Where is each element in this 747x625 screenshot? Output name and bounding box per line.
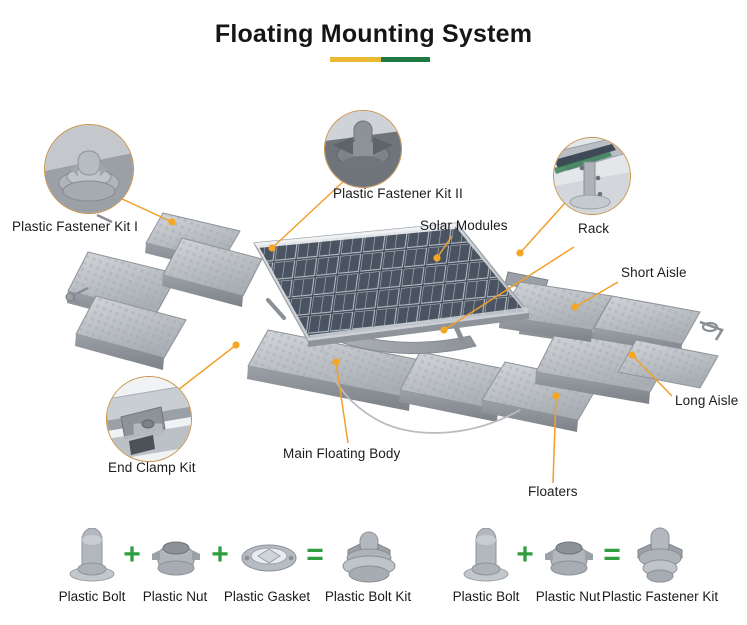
marker-end-clamp [232,341,240,349]
leader-long-aisle [631,354,673,397]
marker-solar-modules [433,254,441,262]
label-solar-modules: Solar Modules [420,218,508,233]
marker-short-aisle [571,303,579,311]
icon-plastic-bolt-1 [69,528,115,582]
label-plastic-fastener-kit-i: Plastic Fastener Kit I [12,219,138,234]
marker-fastener-ii [268,244,276,252]
marker-main-body [332,358,340,366]
label-main-floating-body: Main Floating Body [283,446,401,461]
float-cluster-left [65,212,263,370]
icon-plastic-bolt-2 [463,528,509,582]
cable [321,344,521,434]
icon-plastic-fastener-kit [637,527,683,583]
title-rule-right [381,57,430,62]
callout-end-clamp-kit[interactable] [106,376,192,462]
operator-plus-2: + [211,538,229,571]
marker-fastener-i [168,218,176,226]
icon-plastic-nut-2 [545,541,593,576]
label-long-aisle: Long Aisle [675,393,739,408]
label-short-aisle: Short Aisle [621,265,687,280]
icon-plastic-nut-1 [152,541,200,576]
leader-floaters [552,395,557,484]
float-cluster-center [247,329,601,432]
marker-rack [440,326,448,334]
caption-plastic-nut-2: Plastic Nut [535,589,601,604]
marker-long-aisle [628,351,636,359]
marker-floaters [552,392,560,400]
title-rule-left [330,57,382,62]
marker-rack-top [516,249,524,257]
label-floaters: Floaters [528,484,578,499]
label-plastic-fastener-kit-ii: Plastic Fastener Kit II [333,186,463,201]
leader-plastic-fastener-kit-ii [271,179,346,249]
callout-plastic-fastener-kit-ii[interactable] [324,110,402,188]
icon-plastic-bolt-kit [342,531,396,583]
caption-plastic-gasket: Plastic Gasket [223,589,311,604]
caption-plastic-bolt-kit: Plastic Bolt Kit [324,589,412,604]
leader-main-floating-body [335,361,349,444]
label-rack: Rack [578,221,610,236]
leader-rack-point [443,246,575,331]
callout-rack[interactable] [553,137,631,215]
caption-plastic-bolt-2: Plastic Bolt [452,589,520,604]
leader-short-aisle [574,281,619,308]
caption-plastic-bolt-1: Plastic Bolt [58,589,126,604]
leader-markers [168,218,636,400]
operator-equals-2: = [603,538,621,571]
icon-plastic-gasket [241,544,297,572]
caption-plastic-nut-1: Plastic Nut [142,589,208,604]
operator-plus-1: + [123,538,141,571]
operator-equals-1: = [306,538,324,571]
page-title: Floating Mounting System [214,20,533,48]
operator-plus-3: + [516,538,534,571]
leader-solar-modules [436,235,453,259]
label-end-clamp-kit: End Clamp Kit [108,460,196,475]
callout-plastic-fastener-kit-i[interactable] [44,124,134,214]
caption-plastic-fastener-kit: Plastic Fastener Kit [601,589,719,604]
